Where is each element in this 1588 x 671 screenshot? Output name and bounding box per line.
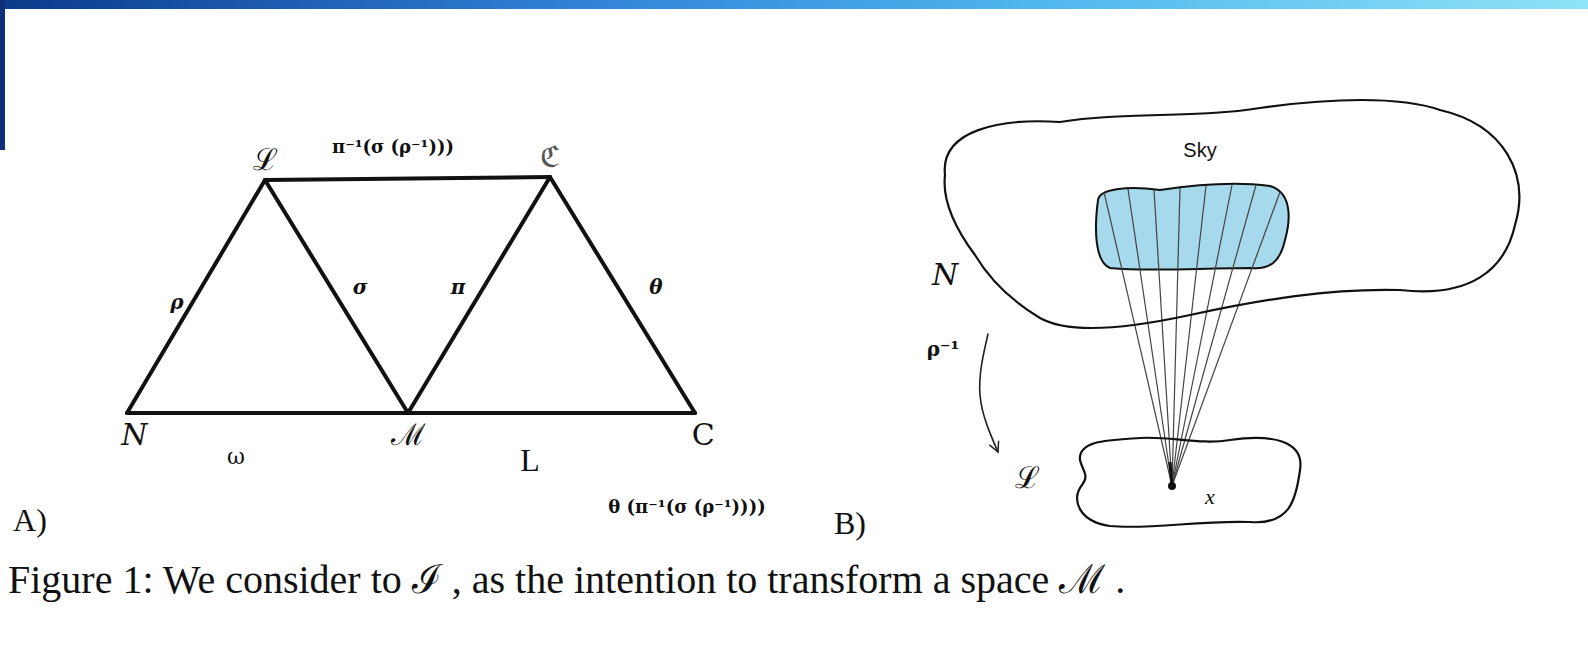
projection-line — [1104, 192, 1172, 486]
vertex-symbol: ℒ — [253, 143, 278, 178]
ground-region: ℒx — [998, 428, 1313, 536]
region-name: Sky — [1183, 139, 1216, 162]
morphism-line — [408, 411, 695, 415]
projection-line — [1128, 189, 1172, 486]
projection-line — [1172, 188, 1180, 486]
projection-line — [1172, 192, 1280, 486]
edge-label: σ — [353, 276, 368, 299]
panel-letter: A) — [13, 502, 47, 539]
edge-label: L — [520, 442, 540, 479]
vertex-node: ℭ — [537, 137, 563, 178]
header-gradient-bar — [0, 0, 1588, 9]
morphism-line — [127, 411, 408, 415]
space-symbol: N — [932, 258, 958, 293]
morphism-line — [408, 177, 550, 413]
edge-strip — [0, 0, 5, 150]
region-border — [1077, 438, 1300, 527]
edge-label: π — [451, 276, 466, 299]
morphism-line — [550, 177, 695, 413]
sky-region: SkyN — [928, 96, 1525, 334]
panel-letter: B) — [834, 505, 866, 542]
vertex-symbol: ℳ — [391, 418, 426, 453]
edge-label: θ — [649, 276, 662, 299]
region-outline — [928, 96, 1525, 334]
figure-caption: Figure 1: We consider to ℐ , as the inte… — [8, 557, 1125, 603]
sky-patch — [1096, 184, 1289, 270]
mapping-arrow — [980, 334, 998, 452]
region-border — [945, 100, 1520, 328]
morphism-line — [265, 180, 408, 413]
edge-label: π⁻¹(σ (ρ⁻¹))) — [332, 137, 454, 158]
morphism-line — [127, 180, 265, 413]
vertex-node: N — [116, 413, 152, 458]
edge-label: ρ⁻¹ — [927, 338, 960, 361]
vertex-node: ℒ — [250, 140, 281, 181]
vertex-symbol: ℭ — [540, 140, 560, 175]
projection-line — [1154, 190, 1172, 486]
vertex-node: C — [687, 413, 720, 458]
point-label: x — [1205, 484, 1215, 509]
space-symbol: ℒ — [1015, 461, 1040, 496]
vertex-node: ℳ — [386, 413, 431, 458]
morphism-line — [265, 177, 550, 180]
edge-label: ω — [227, 444, 245, 469]
vertex-symbol: N — [121, 418, 147, 453]
edge-label: ρ — [170, 291, 183, 314]
composite-map-label: θ (π⁻¹(σ (ρ⁻¹)))) — [608, 497, 765, 518]
region-outline — [998, 428, 1313, 536]
vertex-symbol: C — [692, 418, 715, 453]
point-dot — [1168, 482, 1176, 490]
